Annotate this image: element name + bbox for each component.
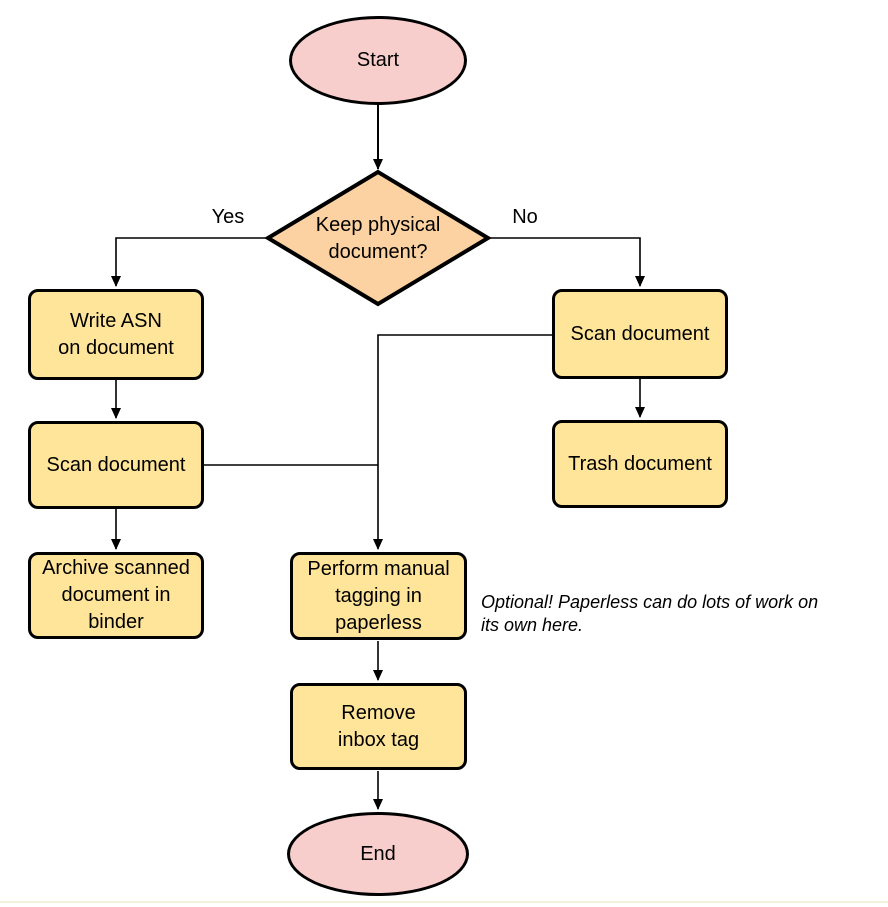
node-manual-tagging: Perform manual tagging in paperless <box>290 552 467 640</box>
edge-label-no: No <box>512 206 538 228</box>
bottom-divider <box>0 901 888 903</box>
decision-diamond-shape <box>264 169 492 307</box>
node-scan-document-left: Scan document <box>28 421 204 509</box>
node-start: Start <box>289 16 467 105</box>
edge-label-yes: Yes <box>211 206 245 228</box>
optional-note: Optional! Paperless can do lots of work … <box>481 592 819 635</box>
edge-decision-no-to-scan-right <box>488 237 645 287</box>
node-write-asn: Write ASN on document <box>28 289 204 380</box>
node-archive-in-binder: Archive scanned document in binder <box>28 552 204 639</box>
node-scan-document-right: Scan document <box>552 289 728 379</box>
edge-scan-right-to-tagging <box>373 334 552 550</box>
node-trash-document: Trash document <box>552 420 728 508</box>
node-decision-label: Keep physical document? <box>315 214 441 263</box>
edge-decision-yes-to-write-asn <box>111 237 268 287</box>
node-remove-inbox-tag: Remove inbox tag <box>290 683 467 770</box>
node-end: End <box>287 812 469 896</box>
